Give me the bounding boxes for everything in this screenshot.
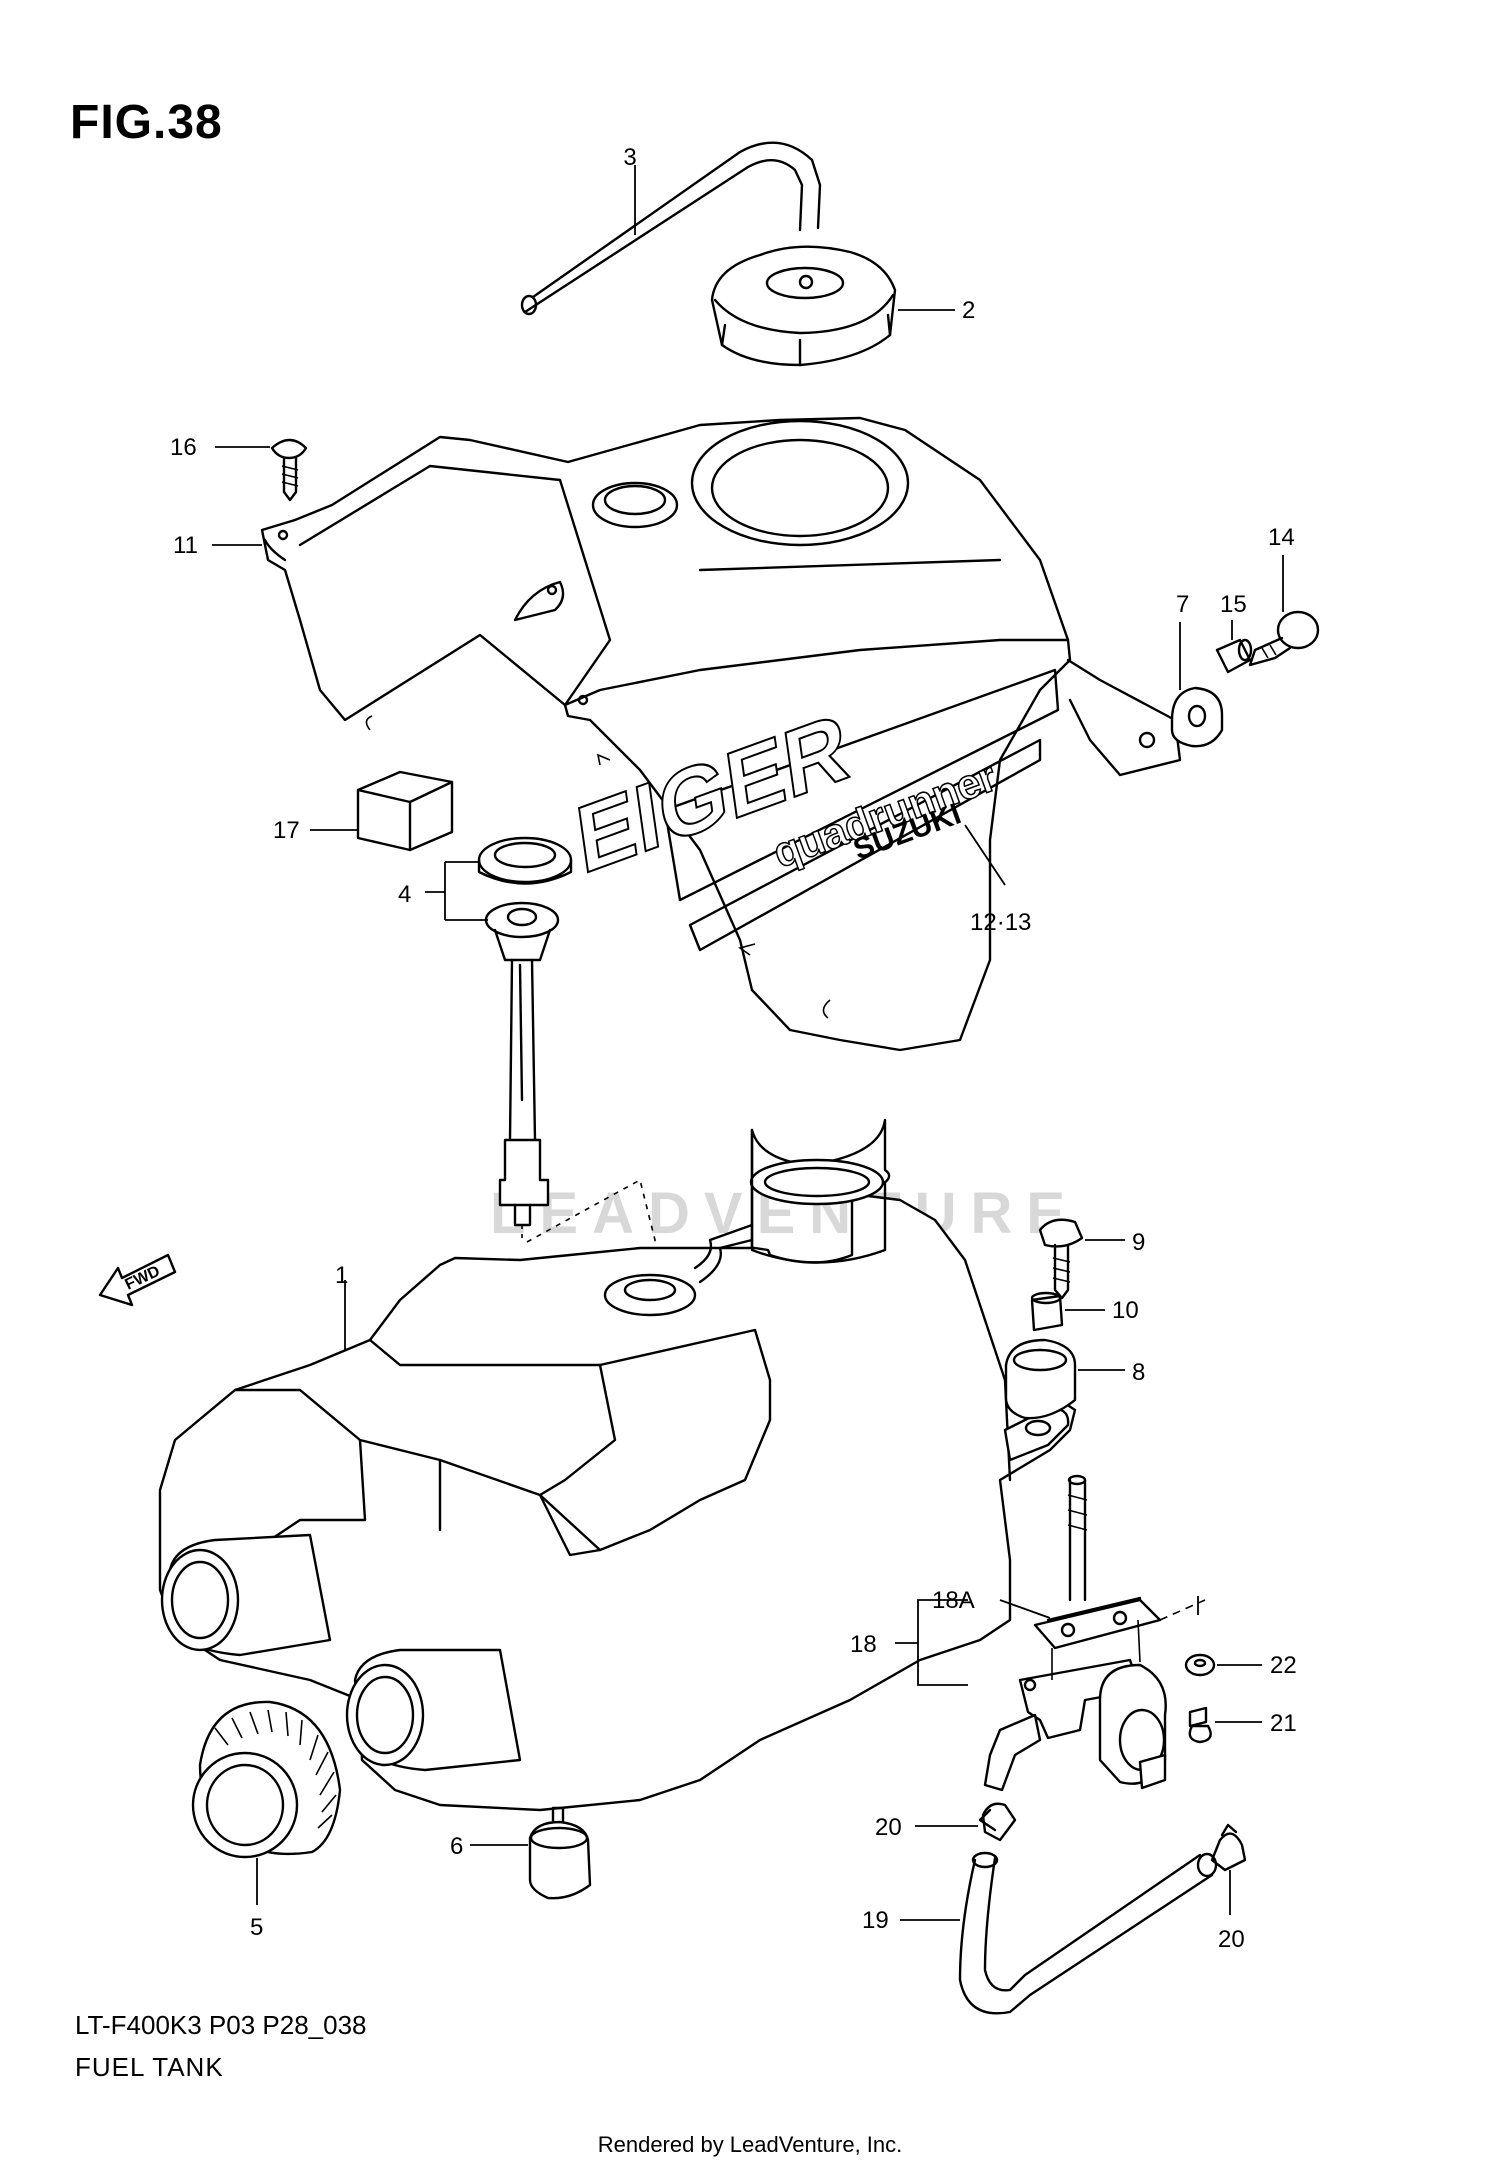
rendered-by-credit: Rendered by LeadVenture, Inc. bbox=[597, 2132, 903, 2157]
washer-part-22 bbox=[1184, 1653, 1262, 1677]
callout-7: 7 bbox=[1176, 591, 1189, 618]
vent-hose-part-3 bbox=[520, 141, 822, 316]
model-code: LT-F400K3 P03 P28_038 bbox=[75, 2010, 367, 2040]
callout-20-lower: 20 bbox=[1218, 1926, 1245, 1953]
clamp-part-20-upper bbox=[915, 1802, 1017, 1842]
callout-8: 8 bbox=[1132, 1359, 1145, 1386]
grommet-part-7 bbox=[1170, 622, 1224, 748]
callout-18a: 18A bbox=[932, 1587, 975, 1614]
fuel-tank-part-1 bbox=[158, 1118, 1077, 1812]
fuel-cap-part-2 bbox=[710, 245, 955, 367]
bolt-part-14 bbox=[1248, 555, 1320, 667]
fuel-gauge-part-4 bbox=[425, 836, 656, 1268]
figure-title: FIG.38 bbox=[70, 96, 223, 149]
cushion-part-6 bbox=[470, 1806, 592, 1900]
callout-17: 17 bbox=[273, 817, 300, 844]
cushion-part-17 bbox=[310, 770, 454, 852]
fuel-hose-part-19 bbox=[900, 1851, 1218, 2015]
tank-band-part-5 bbox=[191, 1700, 342, 1905]
callout-19: 19 bbox=[862, 1907, 889, 1934]
fwd-arrow-icon: FWD bbox=[98, 1253, 177, 1307]
callout-22: 22 bbox=[1270, 1652, 1297, 1679]
callout-5: 5 bbox=[250, 1914, 263, 1941]
callout-21: 21 bbox=[1270, 1710, 1297, 1737]
callout-15: 15 bbox=[1220, 591, 1247, 618]
clamp-part-20-lower bbox=[1210, 1823, 1247, 1915]
tank-cover-part-11-12-13: EIGER quadrunner SUZUKI bbox=[212, 416, 1182, 1052]
callout-12-13: 12·13 bbox=[970, 909, 1031, 936]
screw-part-21 bbox=[1188, 1706, 1262, 1744]
callout-6: 6 bbox=[450, 1833, 463, 1860]
callout-4: 4 bbox=[398, 881, 411, 908]
grommet-part-8 bbox=[1004, 1338, 1125, 1420]
collar-part-15 bbox=[1215, 620, 1253, 674]
callout-18: 18 bbox=[850, 1631, 877, 1658]
callout-16: 16 bbox=[170, 434, 197, 461]
callout-20-upper: 20 bbox=[875, 1814, 902, 1841]
callout-3: 3 bbox=[623, 144, 636, 171]
collar-part-10 bbox=[1030, 1291, 1105, 1332]
screw-part-16 bbox=[215, 438, 308, 502]
section-name: FUEL TANK bbox=[75, 2052, 224, 2082]
fuel-cock-part-18 bbox=[895, 1474, 1206, 1792]
bolt-part-9 bbox=[1038, 1218, 1125, 1300]
callout-9: 9 bbox=[1132, 1229, 1145, 1256]
callout-1: 1 bbox=[335, 1262, 348, 1289]
callout-14: 14 bbox=[1268, 524, 1295, 551]
callout-2: 2 bbox=[962, 297, 975, 324]
callout-10: 10 bbox=[1112, 1297, 1139, 1324]
callout-11: 11 bbox=[173, 532, 198, 559]
